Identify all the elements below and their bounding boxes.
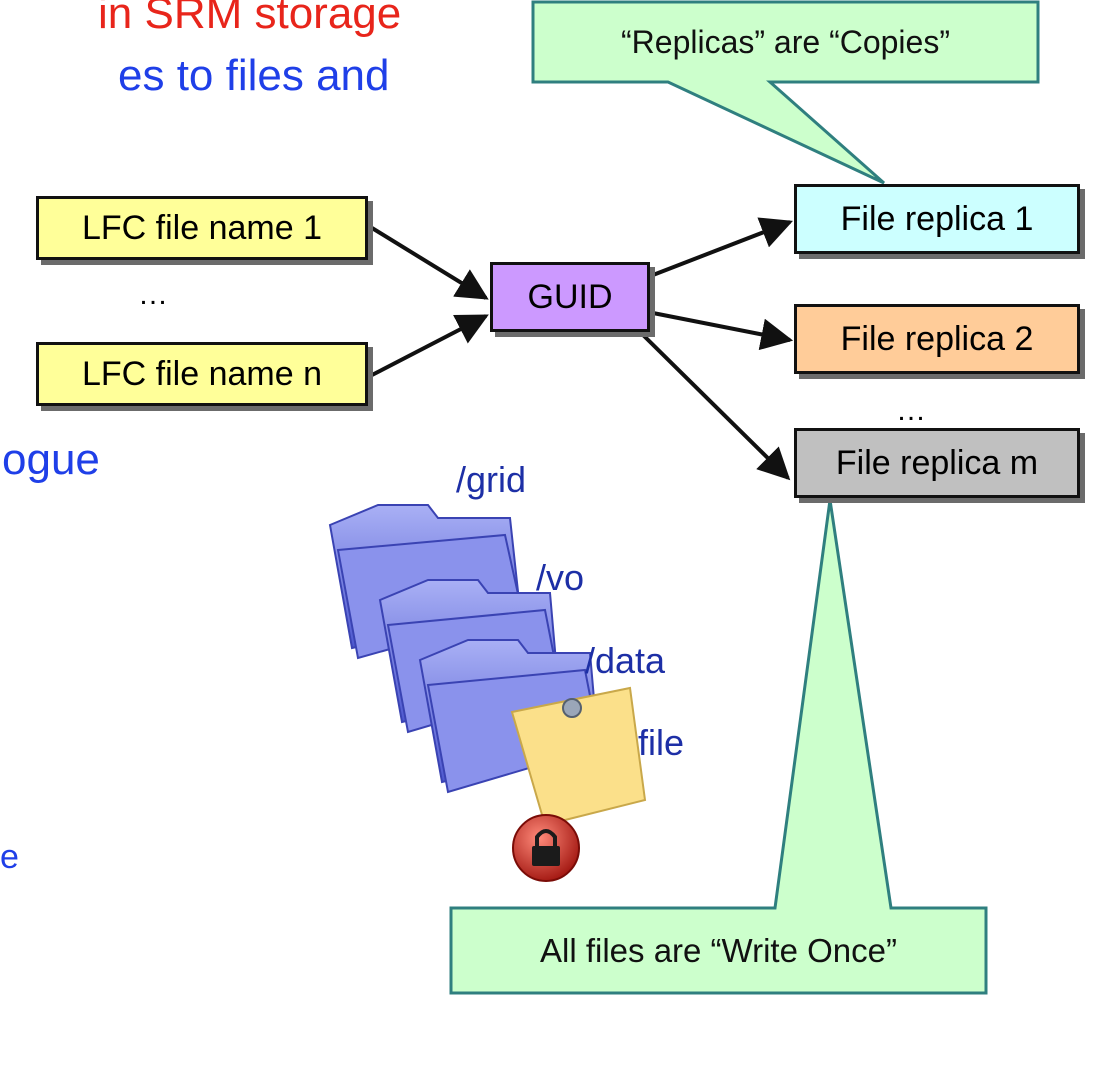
- slide-text-line-1: in SRM storage: [98, 0, 402, 38]
- bottom-callout-shape: [449, 499, 988, 995]
- arrow-lfcn-guid: [371, 314, 489, 377]
- lock-icon: [512, 814, 580, 882]
- slide-text-line-3: ogue: [2, 435, 100, 484]
- replicas-callout-text: “Replicas” are “Copies”: [621, 24, 950, 60]
- path-data-label: /data: [585, 640, 666, 681]
- file-replica-1-box: File replica 1: [794, 184, 1080, 254]
- path-grid-label: /grid: [456, 459, 527, 500]
- file-replica-m-box: File replica m: [794, 428, 1080, 498]
- path-file-label: file: [638, 722, 685, 763]
- arrow-guid-replica1: [652, 217, 793, 277]
- guid-box: GUID: [490, 262, 650, 332]
- path-vo-label: /vo: [536, 557, 585, 598]
- replica-ellipsis: …: [896, 394, 926, 427]
- lfc-file-name-n-box: LFC file name n: [36, 342, 368, 406]
- slide-text-line-2: es to files and: [118, 51, 390, 100]
- top-callout-shape: [531, 0, 1040, 185]
- lfc-ellipsis: …: [138, 278, 168, 311]
- file-replica-2-box: File replica 2: [794, 304, 1080, 374]
- lfc-file-name-1-box: LFC file name 1: [36, 196, 368, 260]
- slide-text-line-4: e: [0, 838, 19, 876]
- sticky-note-icon: [510, 686, 647, 827]
- arrow-guid-replicam: [636, 328, 791, 481]
- arrow-lfc1-guid: [370, 226, 489, 300]
- write-once-callout-text: All files are “Write Once”: [540, 932, 897, 969]
- arrow-guid-replica2: [652, 311, 794, 351]
